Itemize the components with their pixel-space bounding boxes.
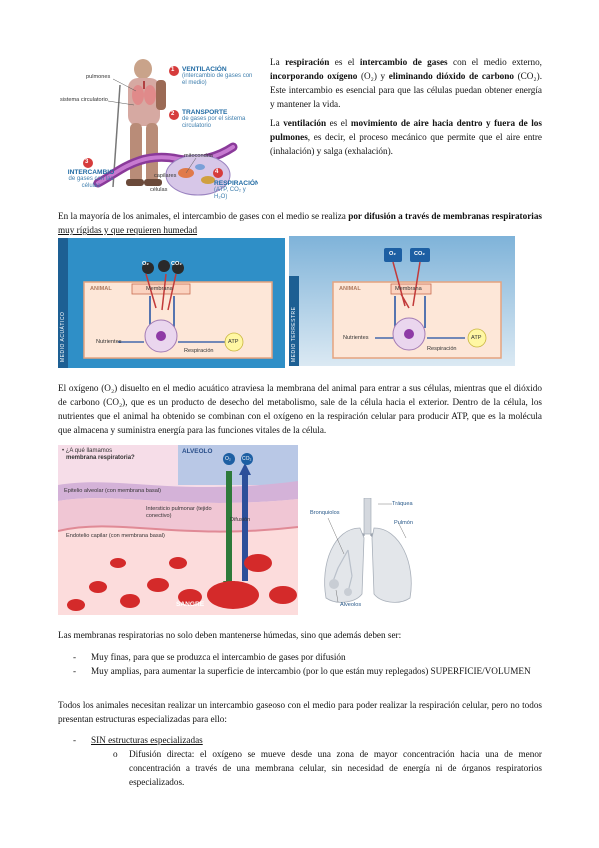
term-movimiento-aire: movimiento de aire hacia dentro y fuera … [270, 118, 542, 142]
label-bronquiolos: Bronquiolos [310, 510, 340, 516]
text-span: La [270, 118, 284, 128]
list-item-finas: Muy finas, para que se produzca el inter… [58, 650, 542, 664]
lungs-illustration [324, 498, 412, 603]
paragraph-difusion-membranas: En la mayoría de los animales, el interc… [58, 209, 542, 237]
question-line-2: membrana respiratoria? [66, 455, 135, 461]
step-number-2: 2 [171, 111, 175, 117]
label-animal: ANIMAL [90, 286, 112, 292]
label-nutrientes: Nutrientes [96, 339, 122, 345]
label-intersticio-pulmonar: Intersticio pulmonar (tejido conectivo) [146, 506, 212, 519]
list-sin-estructuras: - SIN estructuras especializadas o Difus… [58, 733, 542, 789]
label-traquea: Tráquea [392, 501, 413, 507]
text-span: En la mayoría de los animales, el interc… [58, 211, 349, 221]
label-nutrientes: Nutrientes [343, 335, 369, 341]
label-epitelio-alveolar: Epitelio alveolar (con membrana basal) [64, 488, 162, 494]
term-respiracion: respiración [285, 57, 330, 67]
text-span: (CO₂). Este intercambio es esencial para… [270, 71, 542, 109]
text-span: es el [329, 57, 360, 67]
sub-item-difusion-directa: o Difusión directa: el oxígeno se mueve … [58, 747, 542, 789]
label-medio-acuatico: MEDIO ACUÁTICO [60, 311, 66, 362]
question-line-1: • ¿A qué llamamos [62, 448, 113, 454]
label-respiracion: Respiración [427, 346, 457, 352]
step-ventilacion: VENTILACIÓN (intercambio de gases con el… [182, 66, 256, 87]
step-intercambio: INTERCAMBIO de gases con las células [64, 169, 118, 190]
underlined-text: SIN estructuras especializadas [91, 735, 203, 745]
dash-list: Muy finas, para que se produzca el inter… [58, 650, 542, 678]
label-sangre: SANGRE [176, 601, 205, 608]
sub-bullet-marker: o [113, 749, 118, 759]
aquatic-diagram [58, 238, 273, 368]
step-number-3: 3 [85, 159, 89, 165]
label-mitocondria: mitocondria [184, 153, 213, 159]
term-eliminando-co2: eliminando dióxido de carbono [388, 71, 514, 81]
text-span: con el medio externo, [447, 57, 542, 67]
term-difusion-membranas: por difusión a través de membranas respi… [348, 211, 542, 221]
text-span: , es decir, el proceso mecánico que perm… [270, 132, 542, 156]
label-medio-terrestre: MEDIO TERRESTRE [291, 306, 297, 362]
label-o2: O₂ [389, 251, 396, 257]
step-respiracion-sub: (ATP, CO₂ y H₂O) [214, 187, 246, 200]
figure-medio-terrestre: MEDIO TERRESTRE O₂ CO₂ ANIMAL Membrana N… [289, 236, 515, 366]
label-o2: O₂ [225, 456, 231, 462]
label-atp: ATP [228, 339, 239, 345]
sub-item-text: Difusión directa: el oxígeno se mueve de… [129, 749, 542, 787]
step-respiracion-title: RESPIRACIÓN [214, 180, 258, 187]
label-difusion: Difusión [230, 517, 251, 523]
terrestrial-diagram [289, 248, 502, 366]
hiker-illustration [83, 59, 238, 196]
label-membrana: Membrana [395, 286, 422, 292]
list-requisitos-membrana: Muy finas, para que se produzca el inter… [58, 650, 542, 678]
list-item-amplias: Muy amplias, para aumentar la superficie… [58, 664, 542, 678]
step-ventilacion-title: VENTILACIÓN [182, 66, 227, 73]
step-ventilacion-sub: (intercambio de gases con el medio) [182, 73, 253, 86]
paragraph-intercambio-gaseoso: Todos los animales necesitan realizar un… [58, 700, 542, 724]
label-co2: CO₂ [242, 456, 252, 462]
label-celulas: células [150, 187, 168, 193]
paragraph-ventilacion: La ventilación es el movimiento de aire … [270, 116, 542, 158]
label-respiracion: Respiración [184, 348, 214, 354]
step-transporte: TRANSPORTE de gases por el sistema circu… [182, 109, 256, 130]
label-co2: CO₂ [171, 261, 182, 267]
step-transporte-sub: de gases por el sistema circulatorio [182, 116, 246, 129]
label-o2: O₂ [142, 261, 149, 267]
label-pulmones: pulmones [86, 74, 111, 80]
step-number-4: 4 [215, 169, 219, 175]
text-span: La [270, 57, 286, 67]
underlined-text: muy rígidas y que requieren humedad [58, 225, 198, 235]
figure-medio-acuatico: MEDIO ACUÁTICO O₂ CO₂ ANIMAL Membrana Nu… [58, 238, 285, 368]
label-capilares: capilares [154, 173, 177, 179]
step-respiracion: RESPIRACIÓN (ATP, CO₂ y H₂O) [214, 180, 258, 201]
step-intercambio-sub: de gases con las células [68, 176, 114, 189]
paragraph-oxigeno-acuatico: El oxígeno (O₂) disuelto en el medio acu… [58, 383, 542, 435]
step-number-1: 1 [171, 67, 175, 73]
text-span: es el [326, 118, 351, 128]
term-incorporando-oxigeno: incorporando oxígeno [270, 71, 358, 81]
label-co2: CO₂ [414, 251, 425, 257]
figure-respiration-overview: pulmones sistema circulatorio 1 VENTILAC… [58, 55, 258, 205]
label-membrana: Membrana [146, 286, 173, 292]
list-item-sin-estructuras: - SIN estructuras especializadas [58, 733, 542, 747]
term-ventilacion: ventilación [283, 118, 327, 128]
label-pulmon: Pulmón [394, 520, 413, 526]
text-span: (O₂) y [357, 71, 389, 81]
paragraph-respiracion: La respiración es el intercambio de gase… [270, 55, 542, 111]
respiratory-membrane-diagram [58, 445, 298, 615]
step-transporte-title: TRANSPORTE [182, 109, 228, 116]
figure-pulmones: Tráquea Bronquiolos Pulmón Alveolos [308, 498, 426, 613]
label-animal: ANIMAL [339, 286, 361, 292]
term-intercambio-gases: intercambio de gases [359, 57, 448, 67]
label-atp: ATP [471, 335, 482, 341]
label-endotelio-capilar: Endotelio capilar (con membrana basal) [66, 533, 165, 539]
step-intercambio-title: INTERCAMBIO [67, 169, 115, 176]
figure-membrana-respiratoria: • ¿A qué llamamos membrana respiratoria?… [58, 445, 298, 615]
label-alveolo: ALVEOLO [182, 448, 213, 455]
dash-marker: - [73, 735, 77, 745]
paragraph-membranas-humedas: Las membranas respiratorias no solo debe… [58, 630, 402, 640]
label-alveolos: Alveolos [340, 602, 362, 608]
label-sistema-circulatorio: sistema circulatorio [60, 97, 108, 103]
